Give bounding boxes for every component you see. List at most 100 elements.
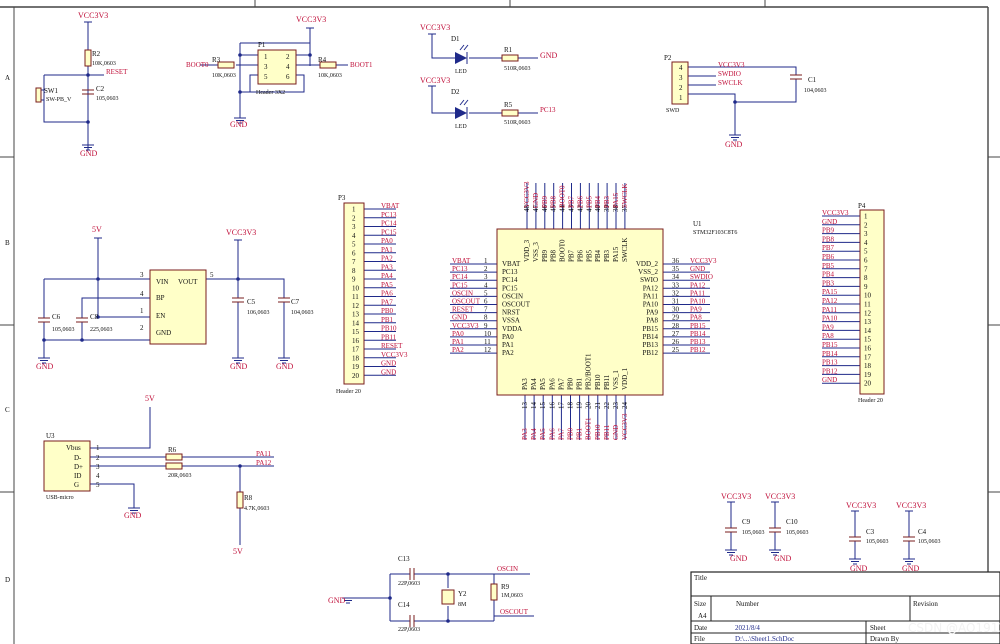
p3-designator: P3: [338, 194, 346, 202]
u1-right-num-4: 33: [672, 281, 680, 289]
p2-pin-2: 2: [679, 84, 683, 92]
u1-top-net-1: VCC3V3: [523, 181, 531, 208]
file-label: File: [694, 635, 705, 643]
p2-pin-4: 4: [679, 64, 683, 72]
c14-value: 22P,0603: [398, 627, 420, 633]
u1-left-num-3: 3: [484, 273, 488, 281]
led1-gnd-label: GND: [540, 51, 558, 60]
led2-pc13-net-label: PC13: [540, 106, 556, 114]
u1-right-net-6: PA10: [690, 298, 706, 306]
p3-pin-15: 15: [352, 328, 360, 336]
p4-net-9: PB3: [822, 279, 835, 287]
r3-value: 10K,0603: [212, 73, 236, 79]
c4-gnd-label: GND: [902, 564, 920, 573]
u1-left-net-10: PA0: [452, 330, 464, 338]
u3-pin-num-4: 4: [96, 472, 100, 480]
u1-top-net-2: GND: [532, 193, 540, 208]
p4-net-5: PB7: [822, 244, 835, 252]
u1-bottom-net-3: PA5: [539, 428, 547, 440]
d2-value: LED: [455, 124, 467, 130]
p4-net-6: PB6: [822, 253, 835, 261]
p4-net-2: GND: [822, 218, 837, 226]
r2-designator: R2: [92, 50, 101, 58]
wire: [250, 74, 305, 93]
u2-pin-en: EN: [156, 312, 165, 320]
p3-net-17: RESET: [381, 342, 403, 350]
p4-pin-2: 2: [864, 221, 868, 229]
u1-right-name-7: PA9: [646, 309, 658, 317]
c4-designator: C4: [918, 528, 927, 536]
led1-vcc-label: VCC3V3: [420, 23, 450, 32]
reset-net-label: RESET: [106, 68, 128, 76]
u1-top-name-6: PB7: [568, 249, 576, 262]
u1-top-num-4: 45: [550, 205, 558, 213]
p3-body: [343, 202, 365, 385]
u1-bottom-num-2: 14: [530, 402, 538, 410]
u1-right-num-11: 26: [672, 338, 680, 346]
c6-designator: C6: [52, 313, 61, 321]
led2-vcc-label: VCC3V3: [420, 76, 450, 85]
u3-value: USB-micro: [46, 495, 74, 501]
p3-net-16: PB11: [381, 333, 397, 341]
p3-net-7: PA2: [381, 255, 393, 263]
u2-pin-num-3: 3: [140, 271, 144, 279]
boot-gnd-label: GND: [230, 120, 248, 129]
u1-left-net-11: PA1: [452, 338, 464, 346]
p3-net-8: PA3: [381, 263, 393, 271]
p3-net-15: PB10: [381, 325, 397, 333]
c5-designator: C5: [247, 298, 256, 306]
u1-right-name-3: SWIO: [640, 276, 658, 284]
p1-pin-2: 2: [286, 53, 290, 61]
p1-designator: P1: [258, 41, 266, 49]
u1-right-net-4: PA12: [690, 281, 706, 289]
junction-dot: [733, 100, 737, 104]
u2-pin-num-4: 4: [140, 290, 144, 298]
u1-right-net-11: PB13: [690, 338, 706, 346]
r9-value: 1M,0603: [501, 593, 523, 599]
r6-designator: R6: [168, 446, 177, 454]
c3-gnd-label: GND: [850, 564, 868, 573]
u1-right-name-2: VSS_2: [638, 268, 658, 276]
p3-pin-7: 7: [352, 258, 356, 266]
sheet-label: Sheet: [870, 624, 886, 632]
u1-right-num-5: 32: [672, 289, 680, 297]
p4-net-13: PA10: [822, 315, 838, 323]
p3-pin-12: 12: [352, 302, 360, 310]
r8-body: [236, 491, 244, 509]
wire: [90, 483, 135, 508]
u1-right-num-7: 30: [672, 306, 680, 314]
wire: [431, 34, 455, 59]
junction-dot: [446, 619, 450, 623]
u1-top-name-10: PB3: [603, 249, 611, 262]
p3-pin-6: 6: [352, 249, 356, 257]
row-label-c: C: [5, 406, 10, 414]
p3-net-19: GND: [381, 360, 396, 368]
c9-value: 105,0603: [742, 530, 765, 536]
u1-left-num-8: 8: [484, 314, 488, 322]
u3-pin-dplus: D+: [74, 463, 83, 471]
p2-pin-3: 3: [679, 74, 683, 82]
p4-net-8: PB4: [822, 271, 835, 279]
junction-dot: [238, 90, 242, 94]
p3-net-14: PB1: [381, 316, 394, 324]
sw1-value: SW-PB_V: [46, 97, 72, 103]
u1-left-name-3: PC14: [502, 276, 518, 284]
u1-right-net-5: PA11: [690, 289, 706, 297]
p4-net-12: PA11: [822, 306, 838, 314]
u1-right-num-8: 29: [672, 314, 680, 322]
usb-pa12-label: PA12: [256, 459, 272, 467]
revision-label: Revision: [913, 600, 938, 608]
u1-bottom-net-5: PA7: [557, 428, 565, 440]
p4-pin-19: 19: [864, 371, 872, 379]
p4-pin-20: 20: [864, 380, 872, 388]
drawn-by-label: Drawn By: [870, 635, 899, 643]
u1-top-num-10: 39: [603, 205, 611, 213]
title-label: Title: [694, 574, 707, 582]
u1-right-name-12: PB12: [642, 349, 658, 357]
p4-net-15: PA8: [822, 332, 834, 340]
u1-bottom-net-11: GND: [612, 425, 620, 440]
u2-pin-vout: VOUT: [178, 278, 198, 286]
u1-bottom-name-4: PA6: [548, 378, 556, 390]
u1-bottom-name-10: PB11: [603, 374, 611, 390]
